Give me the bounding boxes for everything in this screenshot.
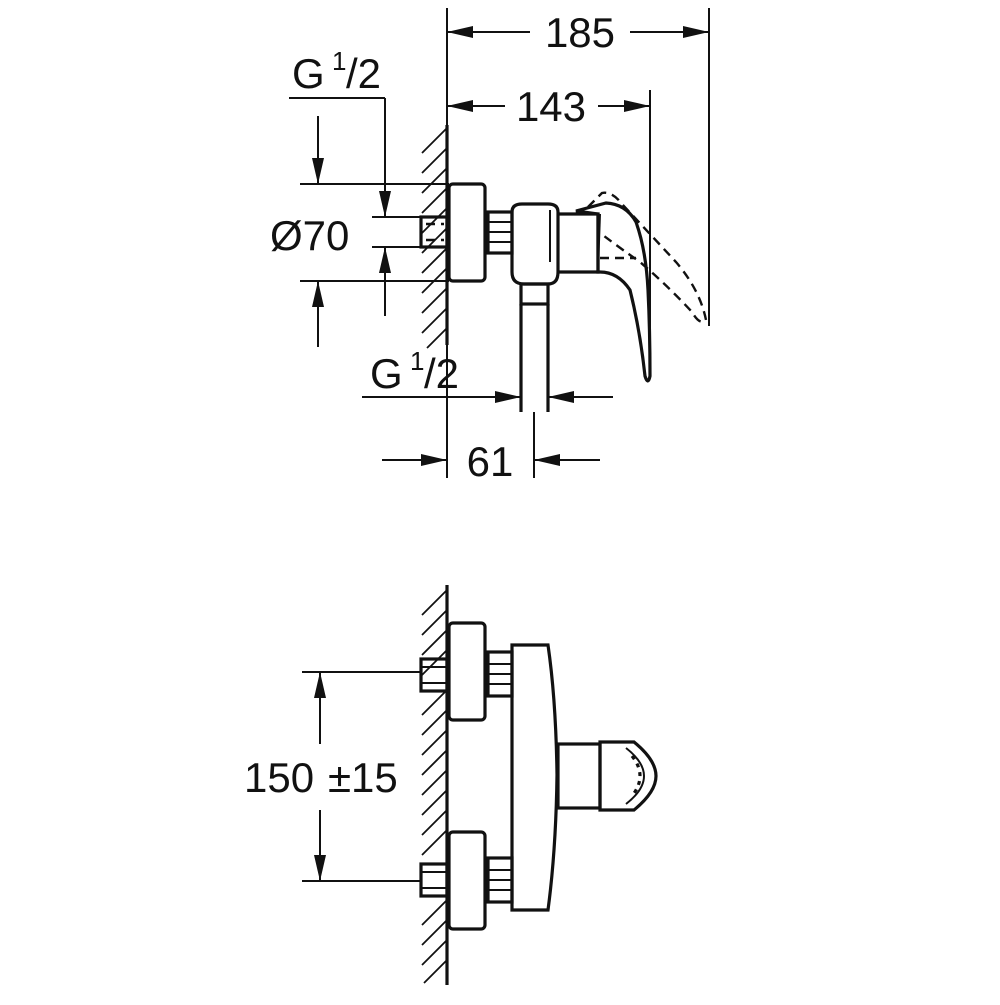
dim-overall-width: 185 (545, 9, 615, 56)
dim-wall-inlet-sub: /2 (346, 50, 381, 97)
dim-outlet-label: G 1 /2 (370, 346, 459, 397)
dim-wall-inlet-main: G (292, 50, 325, 97)
cartridge-housing (558, 212, 600, 274)
upper-inlet (419, 621, 514, 722)
side-view: 185 143 G 1 /2 Ø70 G 1 /2 (270, 8, 710, 485)
wall-hatching-top (421, 127, 448, 349)
outlet-connection (519, 282, 550, 412)
connection-nut (486, 210, 514, 255)
lower-inlet (419, 830, 514, 931)
dim-wall-inlet-sup: 1 (332, 46, 346, 76)
lower-rosette (447, 830, 487, 931)
dim-outlet-sub: /2 (424, 350, 459, 397)
dim-outlet-offset: 61 (467, 438, 514, 485)
lever-handle-open-position (587, 191, 708, 323)
cartridge-cap (556, 740, 658, 812)
dim-body-diameter: Ø70 (270, 212, 349, 259)
wall-inlet-stub (419, 215, 449, 249)
lever-handle (575, 201, 652, 383)
dim-tolerance: ±15 (328, 754, 398, 801)
front-view: 150 ±15 (244, 585, 658, 985)
dim-center-distance: 150 (244, 754, 314, 801)
lever-joint (597, 213, 601, 271)
dim-outlet-sup: 1 (410, 346, 424, 376)
upper-rosette (447, 621, 487, 722)
dim-handle-width: 143 (516, 83, 586, 130)
wall-rosette (447, 182, 487, 283)
wall-hatching-bottom (421, 589, 448, 984)
dim-outlet-main: G (370, 350, 403, 397)
dim-wall-inlet-label: G 1 /2 (292, 46, 381, 97)
valve-body (510, 202, 560, 286)
mixer-body (510, 643, 559, 912)
